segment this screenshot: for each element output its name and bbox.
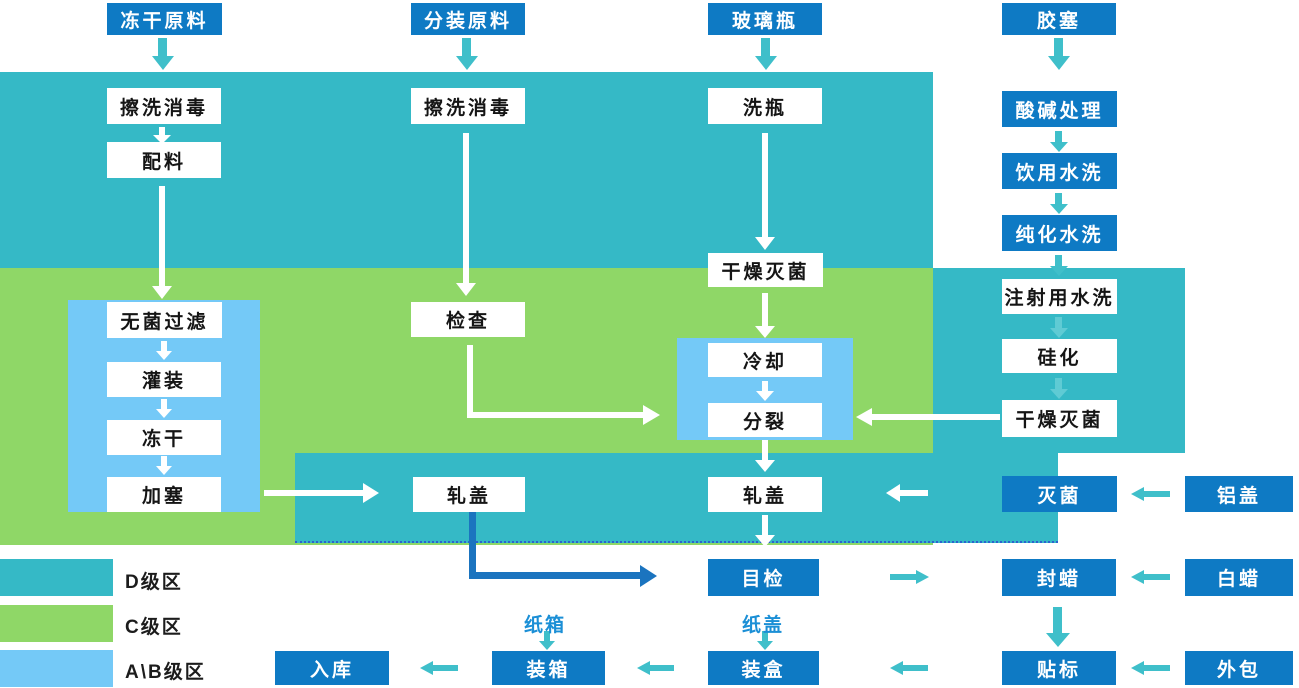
node-purified-water-wash: 纯化水洗 [1002,215,1117,251]
arrow-capseal2-to-visualinspect-icon [755,515,775,547]
node-cooling: 冷却 [708,343,822,377]
arrow-visualinspect-to-waxseal-icon [890,570,929,584]
arrow-filling-to-lyophilize-icon [156,399,172,418]
arrow-cooling-to-split-icon [756,381,774,401]
arrow-sterilize-to-capseal2-icon [886,484,928,502]
node-wipe-disinfect-2: 擦洗消毒 [411,88,525,124]
arrow-purified-to-injection-icon [1049,255,1068,276]
node-aluminum-cap: 铝盖 [1185,476,1293,512]
node-injection-water-wash: 注射用水洗 [1002,279,1117,314]
node-rubber-stopper: 胶塞 [1002,3,1116,35]
node-white-wax: 白蜡 [1185,559,1293,596]
node-lyophilized-raw: 冻干原料 [107,3,222,35]
arrow-aluminumcap-to-sterilize-icon [1131,487,1170,501]
node-sterilize: 灭菌 [1002,476,1117,512]
arrow-wipe1-to-ingredients-icon [153,127,171,144]
node-dry-sterilize-right: 干燥灭菌 [1002,400,1117,437]
node-wipe-disinfect-1: 擦洗消毒 [107,88,221,124]
node-visual-inspect: 目检 [708,559,819,596]
arrow-inspect-elbow-stem [467,345,473,415]
arrow-carton-down-icon [539,631,555,650]
node-lyophilize: 冻干 [107,420,221,455]
node-box-pack: 装盒 [708,651,819,685]
node-bottle-wash: 洗瓶 [708,88,822,124]
legend-swatch-zone-ab [0,650,113,687]
arrow-acid-to-drinking-icon [1049,131,1068,152]
arrow-glass-bottle-down-icon [754,38,777,70]
arrow-aliquot-raw-down-icon [455,38,478,70]
label-paper-lid: 纸盖 [742,615,785,636]
node-inspect: 检查 [411,302,525,337]
label-carton: 纸箱 [524,615,567,636]
arrow-drysterilize-to-cooling-icon [755,293,775,338]
node-warehouse: 入库 [275,651,389,685]
node-drinking-water-wash: 饮用水洗 [1002,153,1117,189]
arrow-stopper-to-capseal1-icon [264,483,379,503]
node-siliconize: 硅化 [1002,339,1117,373]
arrow-bottlewash-to-drysterilize-icon [755,133,775,250]
legend-label-zone-ab: A\B级区 [125,662,206,683]
node-ingredients: 配料 [107,142,221,178]
arrow-siliconize-to-drysterilize-icon [1049,378,1068,399]
arrow-capseal1-elbow-stem [469,512,476,576]
legend-swatch-zone-d [0,559,113,596]
node-acid-alkali: 酸碱处理 [1002,91,1117,127]
node-wax-seal: 封蜡 [1002,559,1116,596]
arrow-lyophilized-raw-down-icon [151,38,174,70]
arrow-label-to-boxpack-icon [890,661,928,675]
arrow-injection-to-siliconize-icon [1049,317,1068,338]
arrow-boxpack-to-cartonpack-icon [637,661,674,675]
arrow-drysterilize-right-to-split-icon [856,408,1000,426]
node-aliquot-raw: 分装原料 [411,3,525,35]
arrow-rubber-stopper-down-icon [1047,38,1070,70]
arrow-ingredients-to-sterilefilter-icon [152,186,172,299]
arrow-waxseal-to-label-icon [1045,607,1070,647]
node-label-stick: 贴标 [1002,651,1116,685]
legend-label-zone-c: C级区 [125,617,183,638]
arrow-whitewax-to-waxseal-icon [1131,570,1170,584]
node-cap-seal-2: 轧盖 [708,477,822,512]
arrow-capseal1-to-visualinspect-icon [469,564,657,587]
arrow-drinking-to-purified-icon [1049,193,1068,214]
arrow-lyophilize-to-stopper-icon [156,456,172,475]
node-carton-pack: 装箱 [492,651,605,685]
arrow-inspect-to-split-icon [467,405,660,425]
arrow-paperlid-down-icon [757,631,773,650]
node-outer-pack: 外包 [1185,651,1293,685]
arrow-wipe2-to-inspect-icon [456,133,476,296]
node-filling: 灌装 [107,362,221,397]
node-stopper: 加塞 [107,477,221,512]
node-sterile-filter: 无菌过滤 [107,302,222,338]
node-split: 分裂 [708,403,822,437]
legend-swatch-zone-c [0,605,113,642]
legend-label-zone-d: D级区 [125,572,183,593]
arrow-split-to-capseal2-icon [755,440,775,472]
arrow-sterilefilter-to-filling-icon [156,341,172,360]
zone-d-bottom-band [295,453,1058,543]
node-cap-seal-1: 轧盖 [413,477,525,512]
arrow-outerpack-to-label-icon [1131,661,1170,675]
node-glass-bottle: 玻璃瓶 [708,3,822,35]
node-dry-sterilize-mid: 干燥灭菌 [708,253,823,287]
arrow-cartonpack-to-warehouse-icon [420,661,458,675]
